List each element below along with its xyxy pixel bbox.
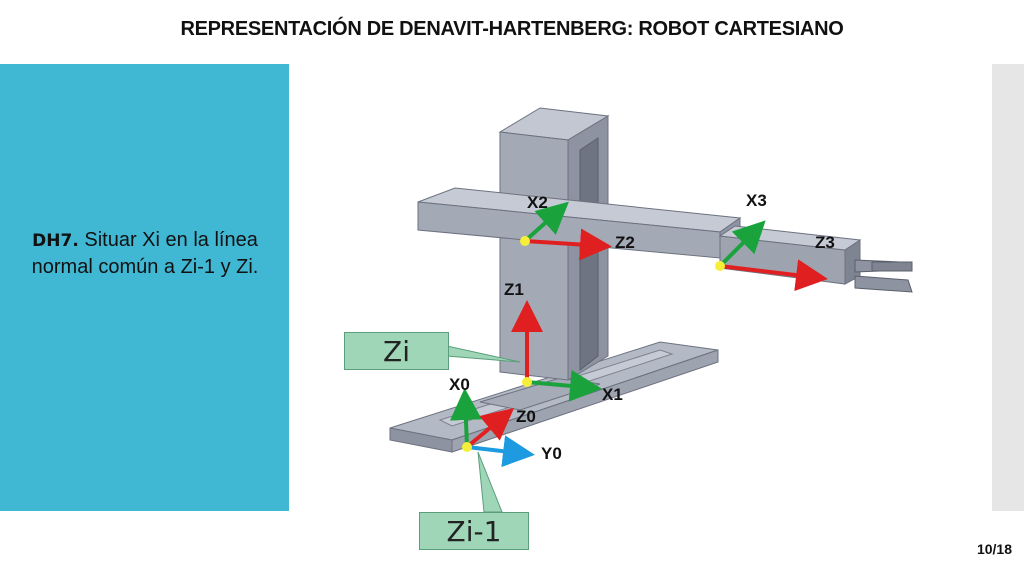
slide-title: REPRESENTACIÓN DE DENAVIT-HARTENBERG: RO… — [180, 18, 844, 40]
step-text: Situar Xi en la línea normal común a Zi-… — [31, 229, 259, 278]
origin-3 — [715, 261, 725, 271]
label-x2: X2 — [527, 193, 548, 212]
frame-3 — [715, 220, 828, 292]
y0-axis-arrow — [466, 435, 535, 468]
label-z1: Z1 — [504, 280, 524, 299]
z3-axis-arrow — [719, 259, 828, 292]
x0-axis-arrow — [449, 388, 482, 448]
x2-axis-arrow — [523, 201, 569, 243]
origin-1 — [522, 377, 532, 387]
robot-gripper — [854, 259, 913, 293]
frame-2 — [520, 201, 612, 261]
page-number: 10/18 — [976, 541, 1012, 557]
origin-0 — [462, 442, 472, 452]
step-label: DH7. — [32, 231, 79, 251]
frame-1 — [511, 300, 602, 402]
label-z2: Z2 — [615, 233, 635, 252]
step-description: DH7. Situar Xi en la línea normal común … — [20, 227, 270, 280]
label-z0: Z0 — [516, 407, 536, 426]
z0-axis-arrow — [465, 407, 515, 449]
callout-zi: Zi — [344, 332, 449, 370]
side-panel — [0, 64, 289, 511]
callout-zi1-pointer — [477, 451, 503, 513]
robot-arm — [417, 187, 862, 285]
x3-axis-arrow — [718, 220, 766, 268]
right-edge-strip — [992, 64, 1024, 511]
label-x0: X0 — [449, 375, 470, 394]
z2-axis-arrow — [524, 228, 612, 261]
x1-axis-arrow — [526, 369, 602, 402]
callout-zi-minus-1: Zi-1 — [419, 512, 529, 550]
origin-2 — [520, 236, 530, 246]
label-z3: Z3 — [815, 233, 835, 252]
label-x3: X3 — [746, 191, 767, 210]
label-x1: X1 — [602, 385, 623, 404]
frame-0 — [449, 388, 535, 468]
label-y0: Y0 — [541, 444, 562, 463]
